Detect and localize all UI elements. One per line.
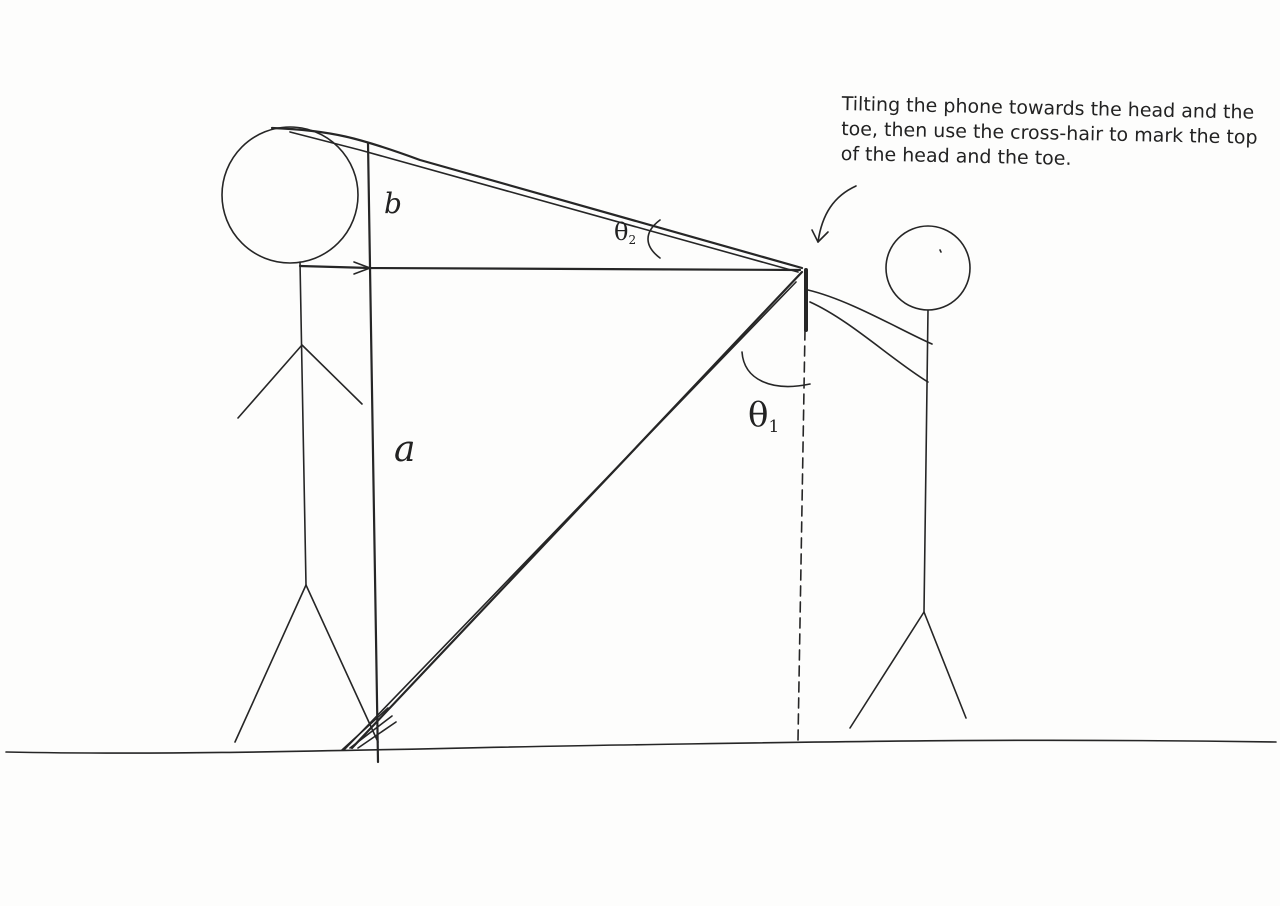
subject-legs xyxy=(234,584,379,743)
theta-1-symbol: θ xyxy=(748,395,769,435)
observer-arm-upper xyxy=(807,289,933,345)
note-pointer-arrow xyxy=(817,185,857,243)
observer-figure xyxy=(807,225,971,729)
theta-1-arc xyxy=(741,351,811,388)
theta-2-subscript: 2 xyxy=(628,233,637,248)
sight-line-toe xyxy=(350,270,804,750)
eye-level-line xyxy=(298,264,802,272)
observer-head xyxy=(885,225,971,311)
sight-line-toe-double xyxy=(343,281,797,751)
subject-head xyxy=(221,126,359,264)
subject-arms xyxy=(237,344,363,419)
subject-body xyxy=(299,261,307,586)
label-a: a xyxy=(394,429,416,470)
toe-hatch xyxy=(341,707,397,751)
theta-2-arc xyxy=(647,219,661,259)
theta-2-symbol: θ xyxy=(614,218,629,246)
height-line xyxy=(366,141,380,764)
observer-eye xyxy=(939,249,942,253)
observer-arm-lower xyxy=(809,301,929,383)
subject-figure xyxy=(221,126,379,743)
theta-1-subscript: 1 xyxy=(768,416,780,437)
annotation-note: Tilting the phone towards the head and t… xyxy=(840,92,1258,170)
label-theta-2: θ2 xyxy=(614,220,636,246)
observer-body xyxy=(923,309,929,613)
observer-legs xyxy=(849,611,967,729)
phone-vertical-dashed xyxy=(797,329,806,741)
sight-line-head xyxy=(270,126,804,270)
note-pointer-arrowhead xyxy=(811,229,829,243)
label-theta-1: θ1 xyxy=(748,398,779,436)
label-b: b xyxy=(384,187,402,220)
ground-line xyxy=(5,739,1277,754)
sight-line-head-double xyxy=(289,131,799,273)
eye-level-arrow xyxy=(353,261,371,275)
